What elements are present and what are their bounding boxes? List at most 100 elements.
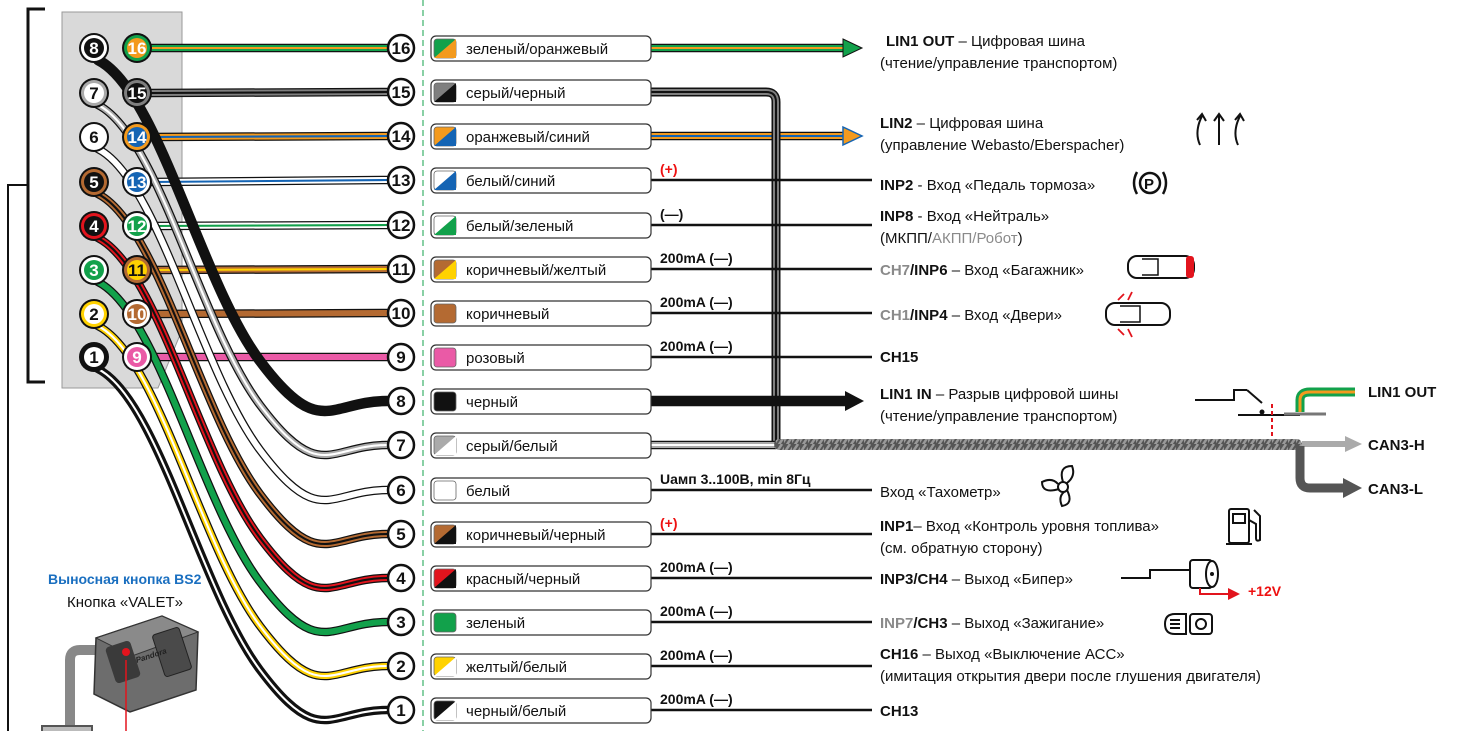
wire-label-box (430, 388, 652, 415)
wire-number-circle (386, 430, 416, 460)
wire-number-circle (386, 475, 416, 505)
wire-number: 16 (392, 39, 411, 58)
s12-line2b: АКПП/Робот (932, 230, 1018, 247)
wire-color-name: черный (466, 394, 518, 411)
wire-12 (146, 220, 392, 231)
wire-color-swatch (433, 612, 457, 633)
wire-curves (92, 43, 393, 725)
connector-pin-13: 13 (122, 167, 152, 197)
wire-label-box (430, 521, 652, 548)
s8-desc: – Разрыв цифровой шины (932, 386, 1119, 403)
wire-note: 200mA (—) (660, 559, 733, 575)
s12-line2a: (МКПП/ (880, 230, 933, 247)
connector-pin-10: 10 (122, 299, 152, 329)
wire-label-box (430, 212, 652, 239)
svg-text:LIN2 – Цифровая шина: LIN2 – Цифровая шина (880, 115, 1044, 132)
wire-note: (+) (660, 161, 678, 177)
s2-line2: (имитация открытия двери после глушения … (880, 668, 1261, 685)
s5-line2: (см. обратную сторону) (880, 540, 1043, 557)
wire-color-swatch (433, 480, 457, 501)
harness-line (7, 184, 28, 731)
wire-color-swatch (433, 126, 457, 147)
s11-desc: – Вход «Багажник» (948, 262, 1084, 279)
wire-number: 9 (396, 348, 405, 367)
wire-color-swatch (433, 259, 457, 280)
wire-color-swatch (433, 347, 457, 368)
wire-note: 200mA (—) (660, 691, 733, 707)
beeper-icon: +12V (1121, 559, 1282, 600)
arrows-up-icon (1196, 112, 1245, 146)
wire-number-circle (386, 342, 416, 372)
connector-pin-number: 8 (89, 39, 98, 58)
wire-color-swatch (433, 215, 457, 236)
valet-button: Выносная кнопка BS2 Кнопка «VALET» Pando… (41, 571, 202, 731)
wire-note: (—) (660, 206, 683, 222)
wire-6 (93, 144, 392, 505)
wire-number: 14 (392, 127, 411, 146)
svg-text:INP2 - Вход «Педаль тормоза»: INP2 - Вход «Педаль тормоза» (880, 177, 1095, 194)
s2-code: CH16 (880, 646, 918, 663)
wire-color-name: серый/черный (466, 85, 565, 102)
svg-text:CH7/INP6 – Вход «Багажник»: CH7/INP6 – Вход «Багажник» (880, 262, 1084, 279)
wire-color-name: белый (466, 483, 510, 500)
wire-color-name: коричневый (466, 306, 549, 323)
wire-color-name: коричневый/желтый (466, 262, 606, 279)
wire-note: (+) (660, 515, 678, 531)
s12-desc: - Вход «Нейтраль» (913, 208, 1049, 225)
wire-label-box (430, 697, 652, 724)
connector-pin-number: 3 (89, 261, 98, 280)
wire-number: 10 (392, 304, 411, 323)
s12-line2c: ) (1018, 230, 1023, 247)
wire-color-swatch (433, 700, 457, 721)
wire-number-circle (386, 77, 416, 107)
fan-icon (1040, 464, 1075, 508)
wire-5 (93, 189, 392, 549)
valet-button-subtitle: Кнопка «VALET» (67, 594, 183, 611)
s16-line2: (чтение/управление транспортом) (880, 55, 1117, 72)
s10-desc: – Вход «Двери» (948, 307, 1063, 324)
svg-text:INP1– Вход «Контроль уровня то: INP1– Вход «Контроль уровня топлива» (880, 518, 1159, 535)
s14-line2: (управление Webasto/Eberspacher) (880, 137, 1124, 154)
signal-texts: LIN1 OUT – Цифровая шина (чтение/управле… (880, 33, 1436, 720)
connector-pin-14: 14 (122, 122, 152, 152)
wire-color-name: белый/зеленый (466, 218, 573, 235)
wire-number: 2 (396, 657, 405, 676)
svg-text:INP7/CH3 – Выход «Зажигание»: INP7/CH3 – Выход «Зажигание» (880, 615, 1104, 632)
wire-label-box (430, 653, 652, 680)
s10-code-a: CH1 (880, 307, 910, 324)
wire-number: 11 (392, 260, 410, 279)
wire-number-circle (386, 563, 416, 593)
wire-label-box (430, 35, 652, 62)
s3-code-b: /CH3 (913, 615, 947, 632)
wire-color-swatch (433, 303, 457, 324)
wire-label-box (430, 123, 652, 150)
connector-pin-number: 6 (89, 128, 98, 147)
s11-code-b: /INP6 (910, 262, 948, 279)
wire-note: 200mA (—) (660, 338, 733, 354)
wire-color-name: зеленый (466, 615, 525, 632)
wire-number: 6 (396, 481, 405, 500)
svg-text:CH1/INP4 – Вход «Двери»: CH1/INP4 – Вход «Двери» (880, 307, 1062, 324)
arrow-14-icon (842, 125, 864, 147)
can3-h-label: CAN3-H (1368, 437, 1425, 454)
svg-text:P: P (1144, 176, 1154, 193)
connector-pin-number: 15 (128, 84, 147, 103)
s16-desc: – Цифровая шина (954, 33, 1085, 50)
wire-color-swatch (433, 568, 457, 589)
svg-text:LIN1 IN – Разрыв цифровой шины: LIN1 IN – Разрыв цифровой шины (880, 386, 1118, 403)
harness-bracket (26, 7, 45, 384)
connector-pin-4: 4 (79, 211, 109, 241)
wire-2 (93, 321, 392, 681)
s3-code-a: INP7 (880, 615, 913, 632)
connector-pin-15: 15 (122, 78, 152, 108)
wire-11 (146, 264, 392, 275)
wire-13 (146, 175, 392, 187)
wire-number-circle (386, 695, 416, 725)
